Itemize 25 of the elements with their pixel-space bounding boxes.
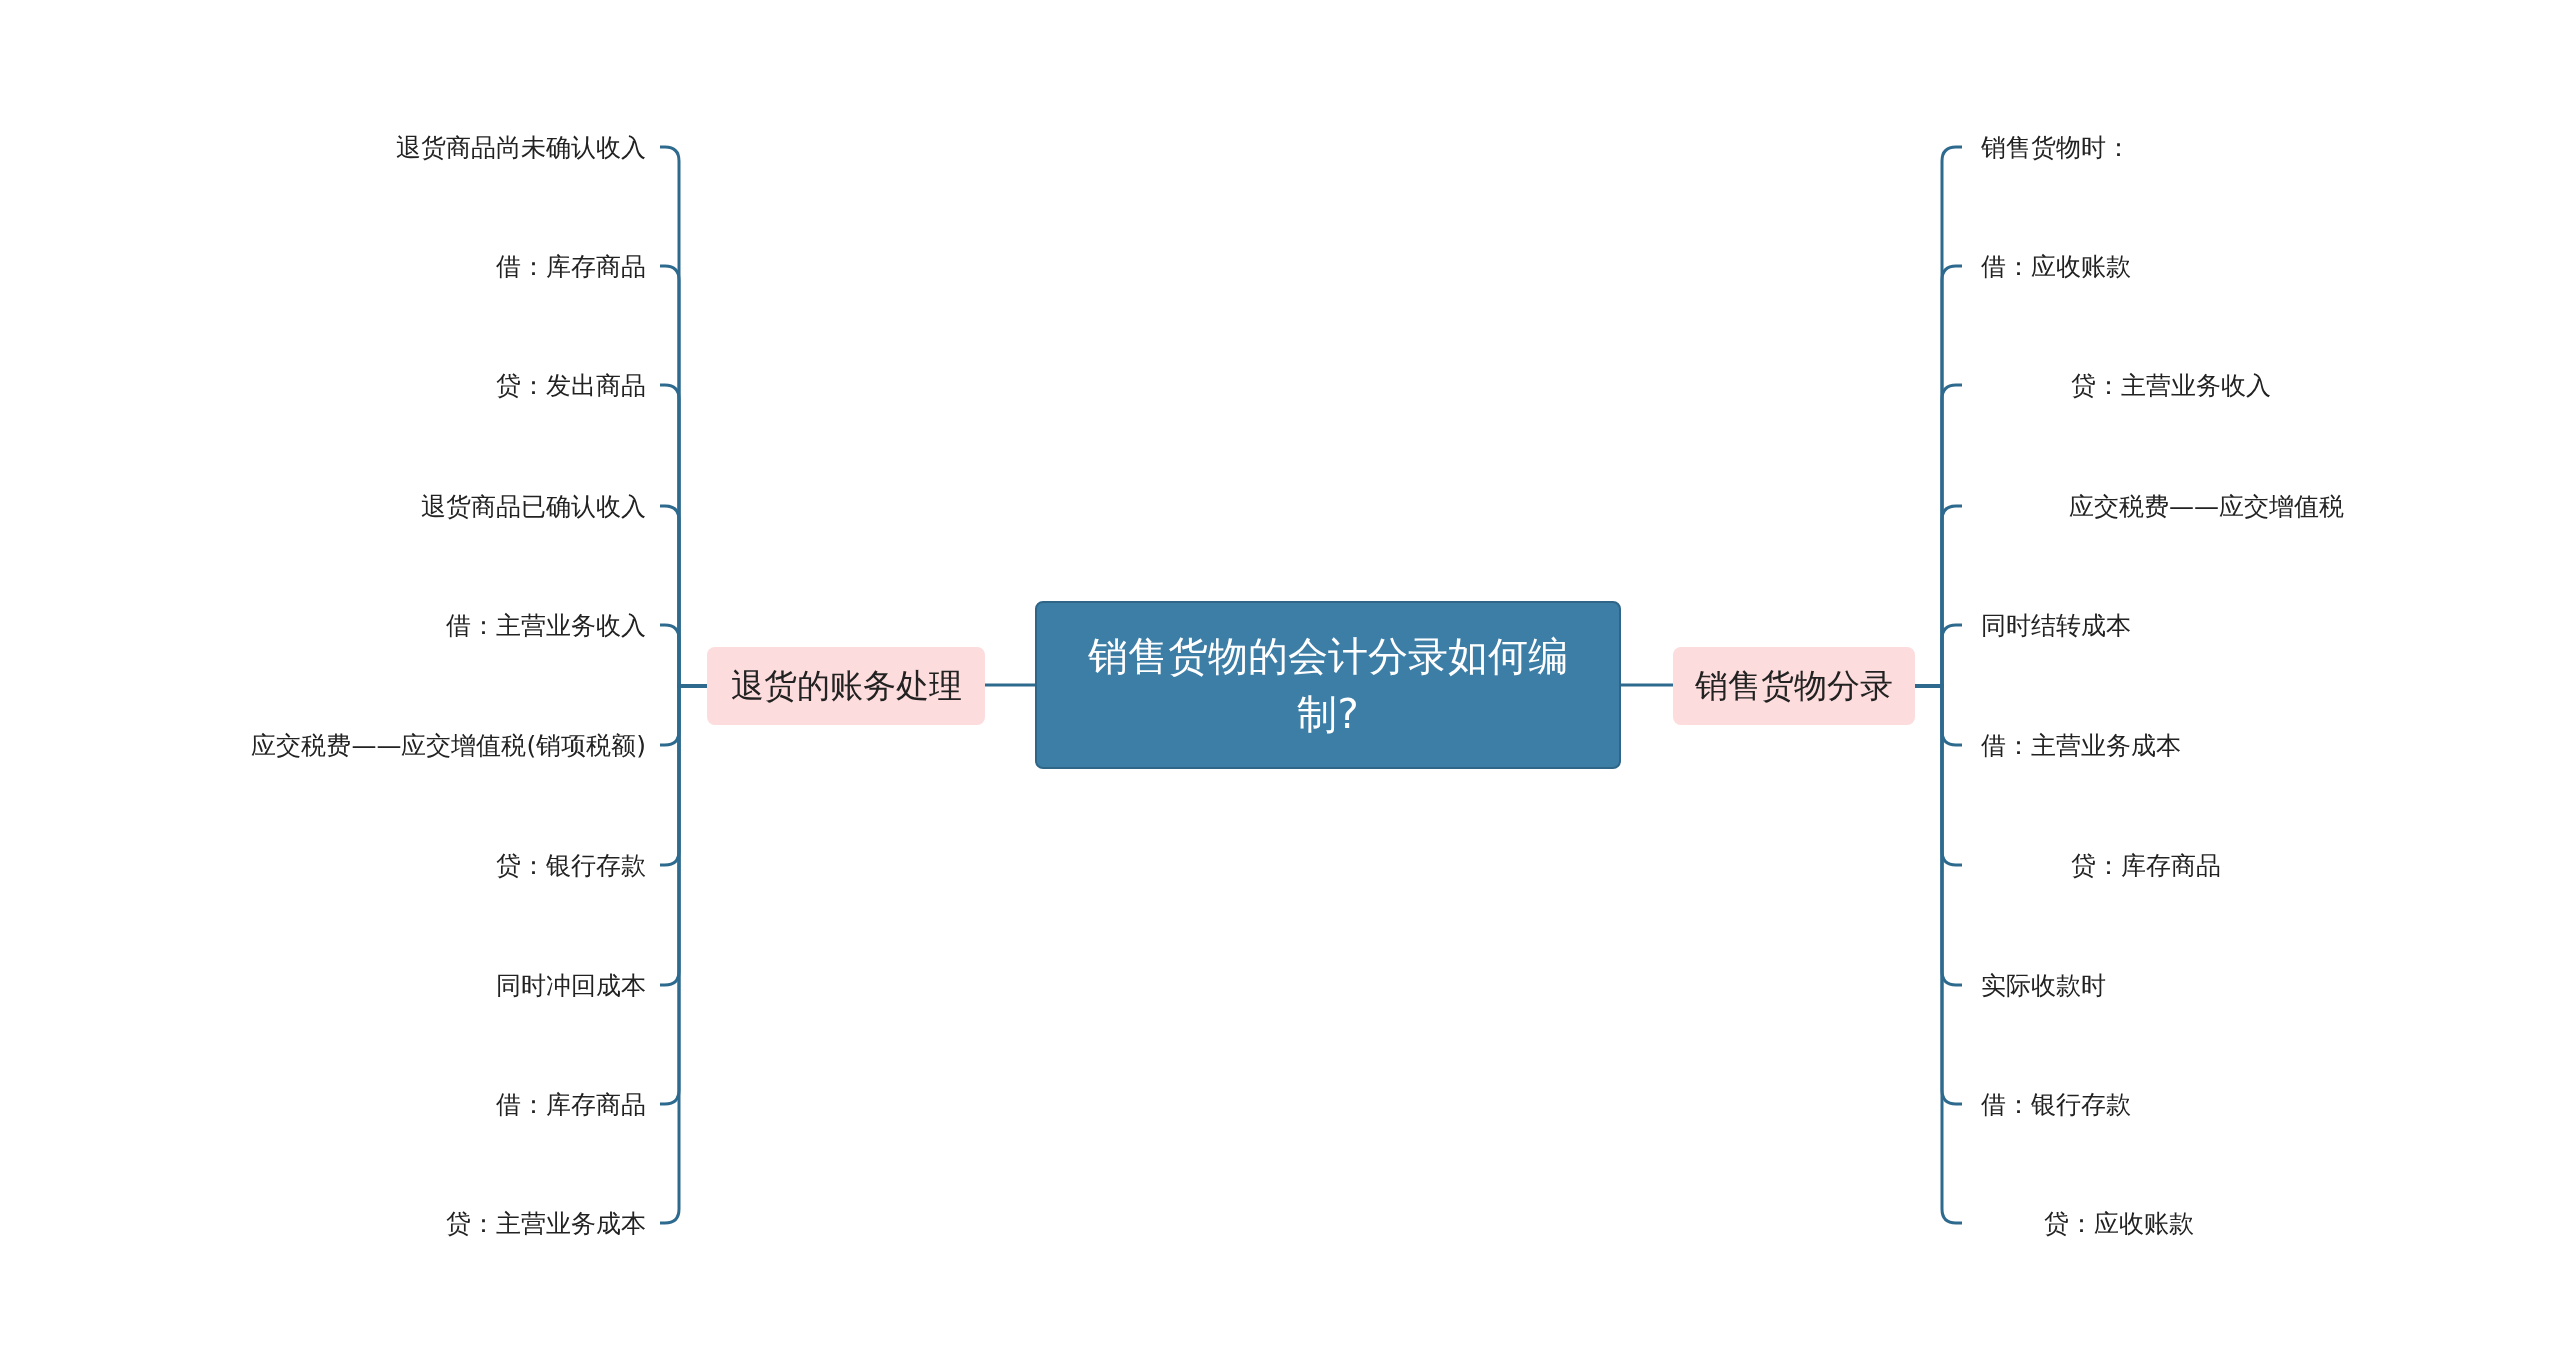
leaf-topic: 实际收款时	[1962, 965, 2522, 1005]
leaf-topic: 借：库存商品	[150, 246, 660, 286]
leaf-topic: 借：银行存款	[1962, 1084, 2522, 1124]
leaf-topic: 销售货物时：	[1962, 127, 2522, 167]
leaf-topic: 贷：应收账款	[1962, 1203, 2522, 1243]
connector-line	[1621, 683, 1673, 687]
leaf-topic: 贷：银行存款	[150, 845, 660, 885]
leaf-topic: 借：主营业务成本	[1962, 725, 2522, 765]
leaf-topic: 贷：主营业务成本	[150, 1203, 660, 1243]
connector-line	[985, 683, 1035, 687]
leaf-topic: 借：应收账款	[1962, 246, 2522, 286]
leaf-topic: 退货商品尚未确认收入	[150, 127, 660, 167]
leaf-topic: 借：主营业务收入	[150, 605, 660, 645]
leaf-topic: 借：库存商品	[150, 1084, 660, 1124]
central-topic: 销售货物的会计分录如何编制?	[1035, 601, 1621, 769]
leaf-topic: 贷：库存商品	[1962, 845, 2522, 885]
leaf-topic: 应交税费——应交增值税(销项税额)	[150, 725, 660, 765]
leaf-topic: 退货商品已确认收入	[150, 486, 660, 526]
leaf-topic: 贷：主营业务收入	[1962, 365, 2522, 405]
leaf-topic: 同时冲回成本	[150, 965, 660, 1005]
leaf-topic: 应交税费——应交增值税	[1962, 486, 2522, 526]
leaf-topic: 同时结转成本	[1962, 605, 2522, 645]
branch-topic: 销售货物分录	[1673, 647, 1915, 725]
leaf-topic: 贷：发出商品	[150, 365, 660, 405]
branch-topic: 退货的账务处理	[707, 647, 985, 725]
